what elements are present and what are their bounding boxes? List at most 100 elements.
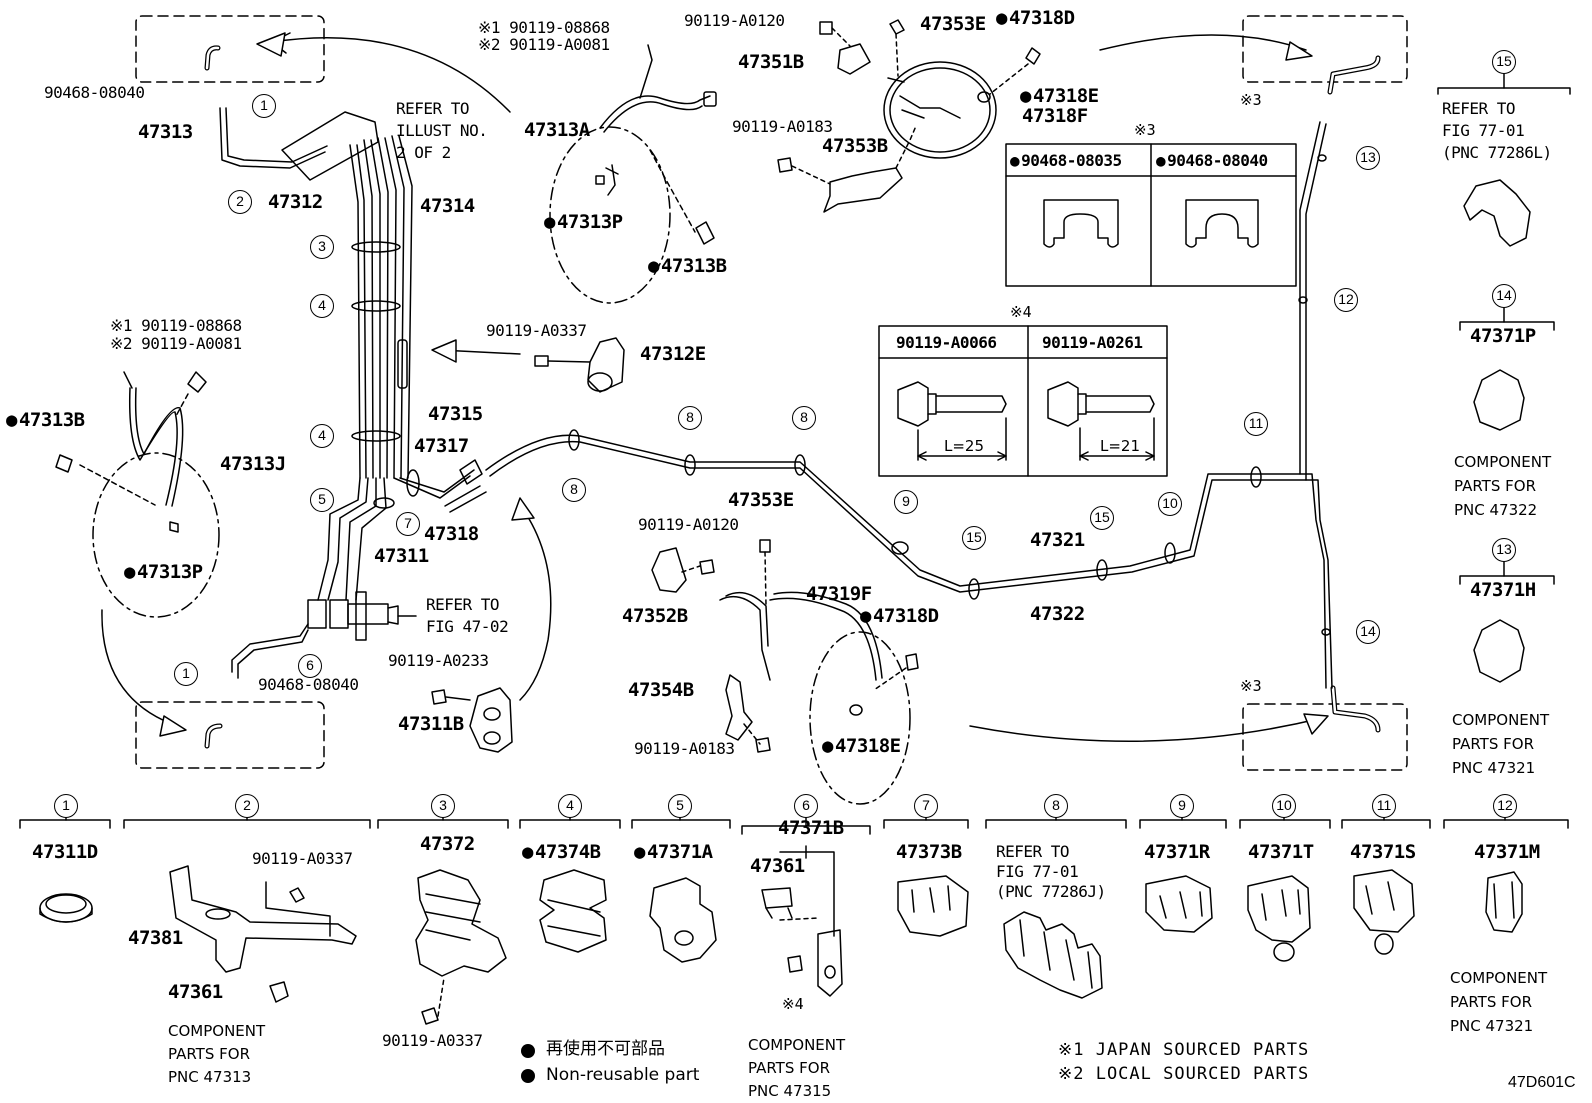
bracket-47312E <box>431 337 625 393</box>
component-note-47315: COMPONENT PARTS FOR PNC 47315 <box>748 1036 846 1100</box>
top-bolt-note-2: ※2 90119-A0081 <box>478 35 610 54</box>
part-47318f: 47318F <box>1022 105 1088 127</box>
left-bolt-note-1: ※1 90119-08868 <box>110 316 242 335</box>
part-47311b: 47311B <box>398 713 464 735</box>
callout-1: 1 <box>54 794 78 818</box>
part-47371t: 47371T <box>1248 841 1314 863</box>
part-47353e-mid: 47353E <box>728 489 794 511</box>
callout-8: 8 <box>678 406 702 430</box>
valve-block-47311B <box>431 687 513 753</box>
part-47311: 47311 <box>374 545 429 567</box>
clip-table <box>1005 143 1297 287</box>
part-47321: 47321 <box>1030 529 1085 551</box>
part-47314: 47314 <box>420 195 475 217</box>
part-47312: 47312 <box>268 191 323 213</box>
mark-4-b6: ※4 <box>782 995 804 1013</box>
callout-5: 5 <box>668 794 692 818</box>
part-47311d: 47311D <box>32 841 98 863</box>
part-47361-b6: 47361 <box>750 855 805 877</box>
part-47313b-top: 47313B <box>648 256 727 277</box>
callout-6: 6 <box>794 794 818 818</box>
callout-11: 11 <box>1244 412 1268 436</box>
bolt-table-mark: ※4 <box>1010 303 1032 321</box>
callout-5: 5 <box>310 488 334 512</box>
component-note-47321-right: COMPONENT PARTS FOR PNC 47321 <box>1452 711 1550 777</box>
part-47353e-top: 47353E <box>920 13 986 35</box>
part-90119-a0337-b2: 90119-A0337 <box>252 849 353 868</box>
top-bolt-note-1: ※1 90119-08868 <box>478 18 610 37</box>
callout-7: 7 <box>914 794 938 818</box>
bolt-table-col-1: 90119-A0066 <box>896 333 997 352</box>
part-47371a: 47371A <box>634 842 713 863</box>
part-47322: 47322 <box>1030 603 1085 625</box>
legend-dots <box>521 1044 535 1083</box>
callout-8: 8 <box>1044 794 1068 818</box>
part-47315: 47315 <box>428 403 483 425</box>
part-90468-08040-top: 90468-08040 <box>44 83 145 102</box>
part-47313p-top: 47313P <box>544 212 623 233</box>
part-47353b: 47353B <box>822 135 888 157</box>
callout-14: 14 <box>1356 620 1380 644</box>
bottom-row-parts <box>39 845 1523 1025</box>
detail-box-bottom-left <box>101 609 325 769</box>
part-47354b: 47354B <box>628 679 694 701</box>
part-90119-a0183-top: 90119-A0183 <box>732 117 833 136</box>
part-90119-a0120-top: 90119-A0120 <box>684 11 785 30</box>
part-47312e: 47312E <box>640 343 706 365</box>
part-47318e-mid: 47318E <box>822 736 901 757</box>
part-47371m: 47371M <box>1474 841 1540 863</box>
part-90468-08040-bottom: 90468-08040 <box>258 675 359 694</box>
callout-13: 13 <box>1492 538 1516 562</box>
hose-left-47313J <box>55 371 220 618</box>
detail-box-top-left <box>135 15 511 113</box>
part-90119-a0233: 90119-A0233 <box>388 651 489 670</box>
part-47317: 47317 <box>414 435 469 457</box>
refer-illust-note: REFER TO ILLUST NO. 2 OF 2 <box>396 99 488 162</box>
callout-10: 10 <box>1158 492 1182 516</box>
callout-13: 13 <box>1356 146 1380 170</box>
callout-8: 8 <box>792 406 816 430</box>
part-90119-a0337-b3: 90119-A0337 <box>382 1031 483 1050</box>
part-47319f: 47319F <box>806 583 872 605</box>
legend-local-sourced: ※2 LOCAL SOURCED PARTS <box>1058 1064 1310 1084</box>
bolt-table-col-2: 90119-A0261 <box>1042 333 1143 352</box>
part-47371p: 47371P <box>1470 325 1536 347</box>
clip-table-col-2: 90468-08040 <box>1156 150 1268 171</box>
refer-fig-47-02-note: REFER TO FIG 47-02 <box>426 595 509 636</box>
part-47361-b2: 47361 <box>168 981 223 1003</box>
rear-hose-assembly <box>511 497 919 805</box>
callout-15: 15 <box>962 526 986 550</box>
right-clips <box>1437 73 1571 683</box>
detail-box-top-right <box>1099 15 1408 95</box>
tube-bundle <box>219 107 487 601</box>
bolt-table-length-2: L=21 <box>1100 437 1141 455</box>
bolt-table <box>878 325 1168 477</box>
part-47318e-top: 47318E <box>1020 86 1099 107</box>
part-47318d-top: 47318D <box>996 8 1075 29</box>
callout-14: 14 <box>1492 284 1516 308</box>
callout-11: 11 <box>1372 794 1396 818</box>
part-47318: 47318 <box>424 523 479 545</box>
callout-3: 3 <box>431 794 455 818</box>
callout-9: 9 <box>1170 794 1194 818</box>
part-47371h: 47371H <box>1470 579 1536 601</box>
part-47313b-left: 47313B <box>6 410 85 431</box>
detail-box-bottom-right <box>969 685 1408 771</box>
refer-fig-77-01-l: REFER TO FIG 77-01 (PNC 77286L) <box>1442 99 1552 162</box>
callout-10: 10 <box>1272 794 1296 818</box>
part-47371r: 47371R <box>1144 841 1210 863</box>
legend-non-reusable-jp: 再使用不可部品 <box>546 1039 665 1059</box>
part-47313: 47313 <box>138 121 193 143</box>
left-bolt-note-2: ※2 90119-A0081 <box>110 334 242 353</box>
part-47313p-left: 47313P <box>124 562 203 583</box>
callout-1: 1 <box>252 94 276 118</box>
part-47351b: 47351B <box>738 51 804 73</box>
part-47374b: 47374B <box>522 842 601 863</box>
part-47318d-mid: 47318D <box>860 606 939 627</box>
callout-7: 7 <box>396 512 420 536</box>
callout-4: 4 <box>310 424 334 448</box>
callout-15: 15 <box>1492 50 1516 74</box>
rear-brake-line <box>485 121 1333 689</box>
part-90119-a0183-mid: 90119-A0183 <box>634 739 735 758</box>
